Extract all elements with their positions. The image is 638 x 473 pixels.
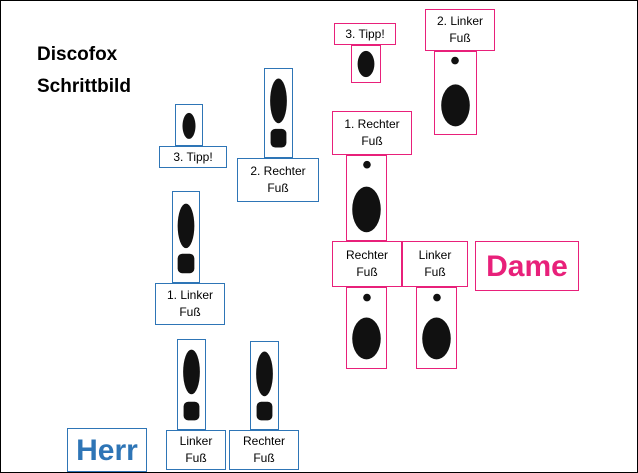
herr-linker-1-footprint	[172, 191, 200, 283]
dame-tipp-label: 3. Tipp!	[334, 23, 396, 45]
herr-tipp-label: 3. Tipp!	[159, 146, 227, 168]
dame-linker-start-label: Linker Fuß	[402, 241, 468, 287]
herr-linker-1-label: 1. Linker Fuß	[155, 283, 225, 325]
dame-rechter-start-label: Rechter Fuß	[332, 241, 402, 287]
dame-linker-start-footprint	[416, 287, 457, 369]
title-line-1: Discofox	[37, 44, 118, 65]
herr-rechter-2-label: 2. Rechter Fuß	[237, 158, 319, 202]
herr-label: Herr	[67, 428, 147, 472]
dame-rechter-start-footprint	[346, 287, 387, 369]
diagram-title: Discofox Schrittbild	[37, 39, 131, 103]
dame-linker-2-footprint	[434, 51, 477, 135]
dame-label: Dame	[475, 241, 579, 291]
dame-rechter-1-footprint	[346, 155, 387, 241]
herr-linker-start-footprint	[177, 339, 206, 430]
herr-rechter-2-footprint	[264, 68, 293, 158]
herr-rechter-start-label: Rechter Fuß	[229, 430, 299, 470]
herr-rechter-start-footprint	[250, 341, 279, 430]
herr-linker-start-label: Linker Fuß	[166, 430, 226, 470]
title-line-2: Schrittbild	[37, 76, 131, 97]
herr-tipp-footprint	[175, 104, 203, 146]
dame-linker-2-label: 2. Linker Fuß	[425, 9, 495, 51]
dame-rechter-1-label: 1. Rechter Fuß	[332, 111, 412, 155]
dame-tipp-footprint	[351, 45, 381, 83]
